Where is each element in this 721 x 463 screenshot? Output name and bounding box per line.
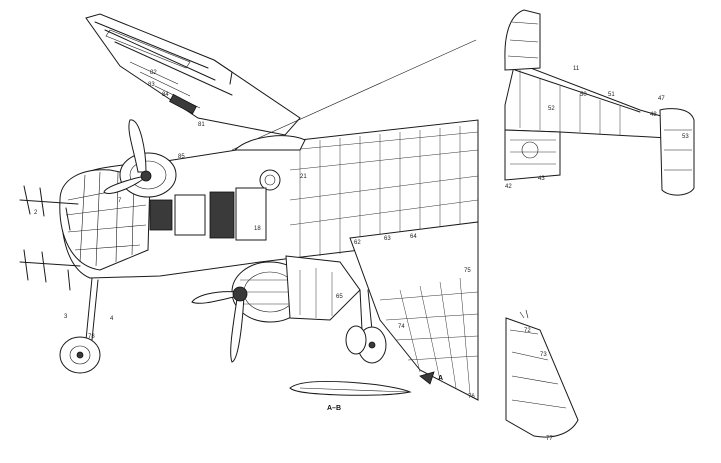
callout-63: 63 [384, 236, 391, 242]
port-wing [85, 13, 301, 136]
tail-section: 11 50 51 47 48 52 53 42 43 [504, 9, 695, 196]
airfoil-section: A–B [289, 380, 412, 412]
callout-85: 85 [178, 154, 185, 160]
port-engine [103, 119, 177, 198]
callout-75: 75 [464, 268, 471, 274]
callout-62: 62 [354, 240, 361, 246]
callout-77: 77 [546, 436, 553, 442]
wingtip-section: 72 73 77 [505, 309, 579, 442]
main-landing-gear [345, 289, 387, 364]
callout-53: 53 [682, 134, 689, 140]
starboard-engine [191, 255, 361, 363]
antenna-wire [231, 39, 477, 151]
callout-7: 7 [118, 198, 122, 204]
callout-50: 50 [580, 92, 587, 98]
callout-83: 83 [148, 82, 155, 88]
main-cutaway-section: A–B A 82 83 84 81 85 2 3 4 7 18 21 62 63… [19, 13, 479, 412]
section-label: A–B [327, 405, 341, 412]
callout-43: 43 [538, 176, 545, 182]
callout-84: 84 [162, 92, 169, 98]
section-arrow: A [419, 371, 443, 385]
callout-51: 51 [608, 92, 615, 98]
callout-52: 52 [548, 106, 555, 112]
callout-81: 81 [198, 122, 205, 128]
callout-47: 47 [658, 96, 665, 102]
nose-landing-gear [59, 277, 101, 374]
nose-section [59, 169, 267, 271]
radar-antenna-array [19, 185, 81, 291]
callout-2: 2 [34, 210, 38, 216]
callout-76: 76 [468, 394, 475, 400]
callout-74: 74 [398, 324, 405, 330]
section-marker: A [438, 375, 443, 382]
callout-4: 4 [110, 316, 114, 322]
callout-11: 11 [573, 66, 580, 72]
callout-labels-left: 82 83 84 81 85 2 3 4 7 18 21 62 63 64 65… [34, 70, 475, 400]
callout-64: 64 [410, 234, 417, 240]
callout-3: 3 [64, 314, 68, 320]
callout-18: 18 [254, 226, 261, 232]
callout-72: 72 [524, 328, 531, 334]
callout-73: 73 [540, 352, 547, 358]
callout-48: 48 [650, 112, 657, 118]
callout-78: 78 [88, 334, 95, 340]
callout-65: 65 [336, 294, 343, 300]
callout-42: 42 [505, 184, 512, 190]
starboard-wing [349, 221, 479, 401]
callout-82: 82 [150, 70, 157, 76]
callout-21: 21 [300, 174, 307, 180]
